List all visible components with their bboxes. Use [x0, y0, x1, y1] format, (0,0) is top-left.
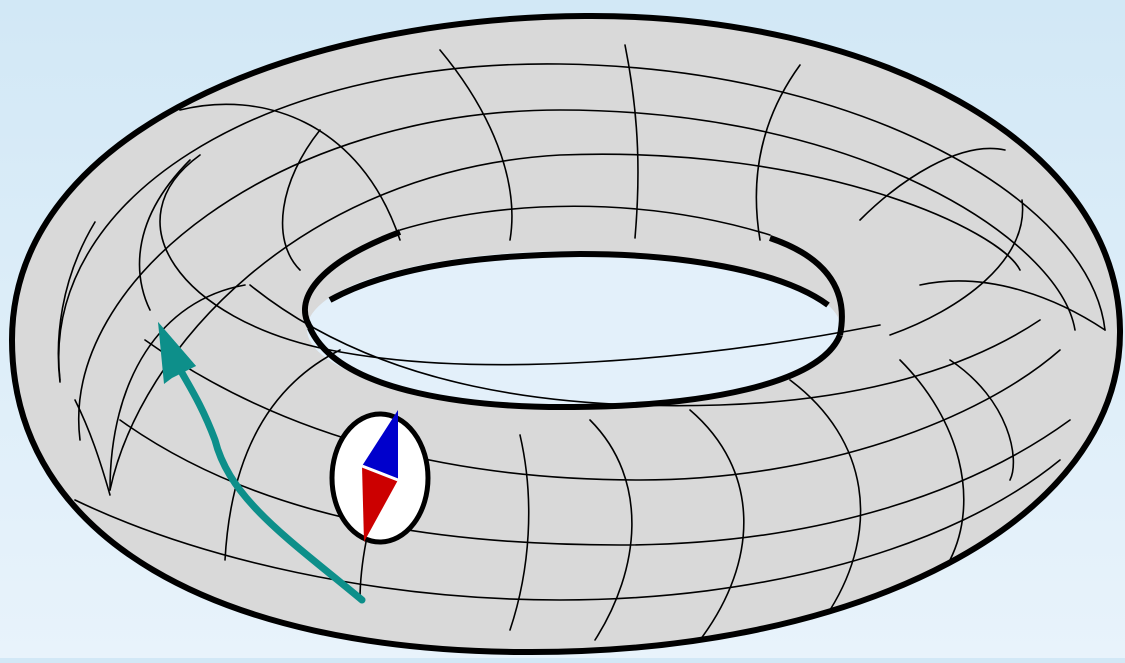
compass-icon: [332, 410, 428, 542]
